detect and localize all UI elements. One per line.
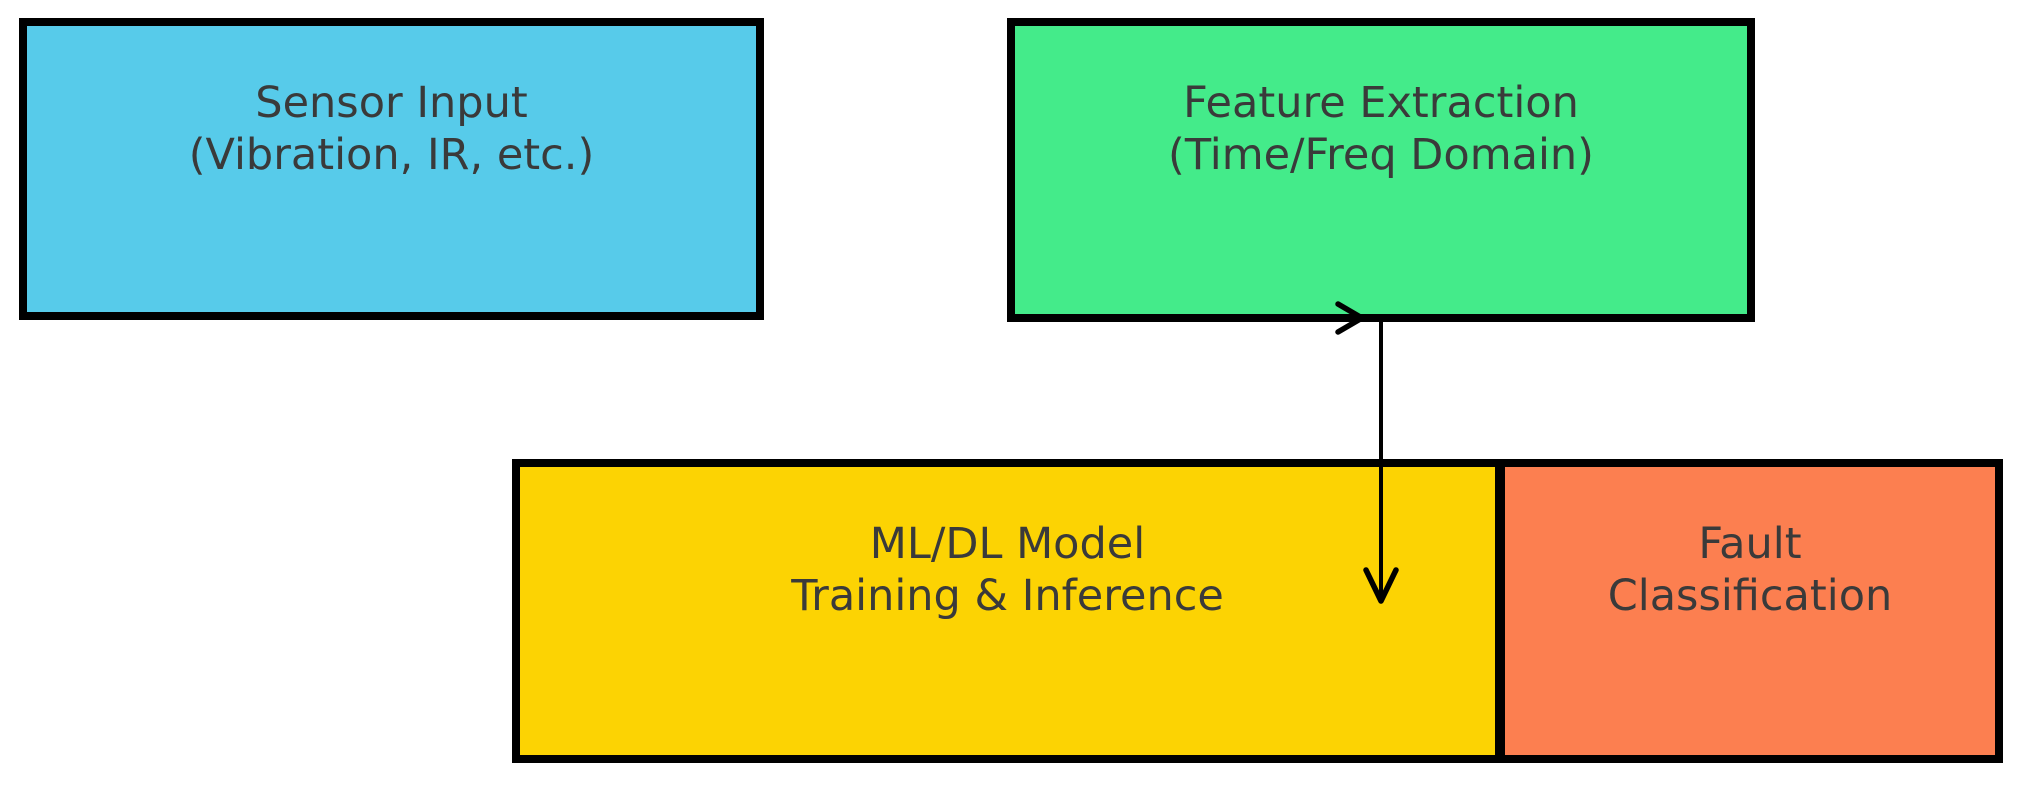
fault-classification-label: Fault Classification [1505, 518, 1995, 622]
sensor-input-label-line2: (Vibration, IR, etc.) [188, 130, 595, 180]
sensor-input-box: Sensor Input (Vibration, IR, etc.) [19, 18, 764, 320]
sensor-input-label-line1: Sensor Input [255, 78, 528, 128]
fault-classification-label-line1: Fault [1698, 519, 1802, 569]
feature-extraction-label: Feature Extraction (Time/Freq Domain) [1015, 77, 1747, 181]
fault-classification-label-line2: Classification [1607, 571, 1893, 621]
sensor-input-label: Sensor Input (Vibration, IR, etc.) [27, 77, 756, 181]
feature-extraction-box: Feature Extraction (Time/Freq Domain) [1007, 18, 1755, 322]
feature-extraction-label-line2: (Time/Freq Domain) [1168, 130, 1594, 180]
ml-dl-model-box: ML/DL Model Training & Inference [512, 459, 1503, 763]
fault-classification-box: Fault Classification [1497, 459, 2003, 763]
ml-dl-model-label-line1: ML/DL Model [869, 519, 1146, 569]
ml-dl-model-label: ML/DL Model Training & Inference [520, 518, 1495, 622]
ml-dl-model-label-line2: Training & Inference [791, 571, 1224, 621]
feature-extraction-label-line1: Feature Extraction [1183, 78, 1579, 128]
